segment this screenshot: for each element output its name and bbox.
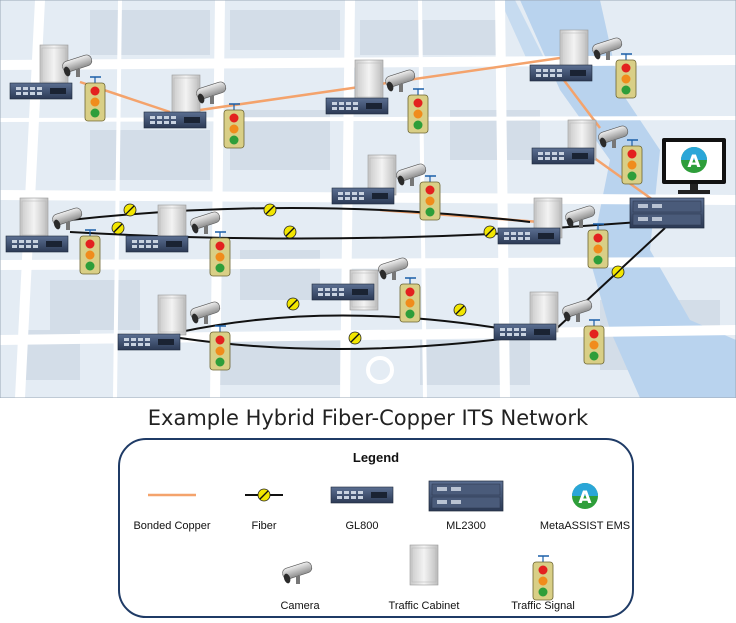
diagram-title: Example Hybrid Fiber-Copper ITS Network [147, 406, 589, 430]
metaassist-ems-icon: A [572, 483, 598, 509]
legend-label-gl800: GL800 [345, 520, 379, 532]
traffic-signal-icon [532, 555, 554, 601]
camera-icon [280, 560, 314, 585]
ems-monitor: A [662, 138, 726, 194]
legend-label-bonded-copper: Bonded Copper [133, 520, 211, 532]
legend-label-ml2300: ML2300 [446, 520, 486, 532]
ml2300-icon [428, 480, 504, 512]
network-map: A [0, 0, 736, 398]
legend: Legend A Bonded Copper Fiber GL800 ML230… [118, 438, 634, 618]
svg-text:A: A [687, 152, 701, 172]
fiber-swatch [245, 488, 283, 502]
gl800-icon [330, 486, 394, 504]
legend-title: Legend [352, 450, 400, 465]
legend-graphics: A [148, 480, 598, 601]
legend-label-camera: Camera [280, 600, 320, 612]
ml2300-hub [629, 197, 705, 229]
legend-label-metaassist-ems: MetaASSIST EMS [539, 520, 631, 532]
legend-label-traffic-signal: Traffic Signal [511, 600, 575, 612]
traffic-cabinet-icon [409, 544, 439, 586]
legend-label-traffic-cabinet: Traffic Cabinet [388, 600, 460, 612]
legend-label-fiber: Fiber [251, 520, 277, 532]
svg-text:A: A [578, 488, 592, 508]
